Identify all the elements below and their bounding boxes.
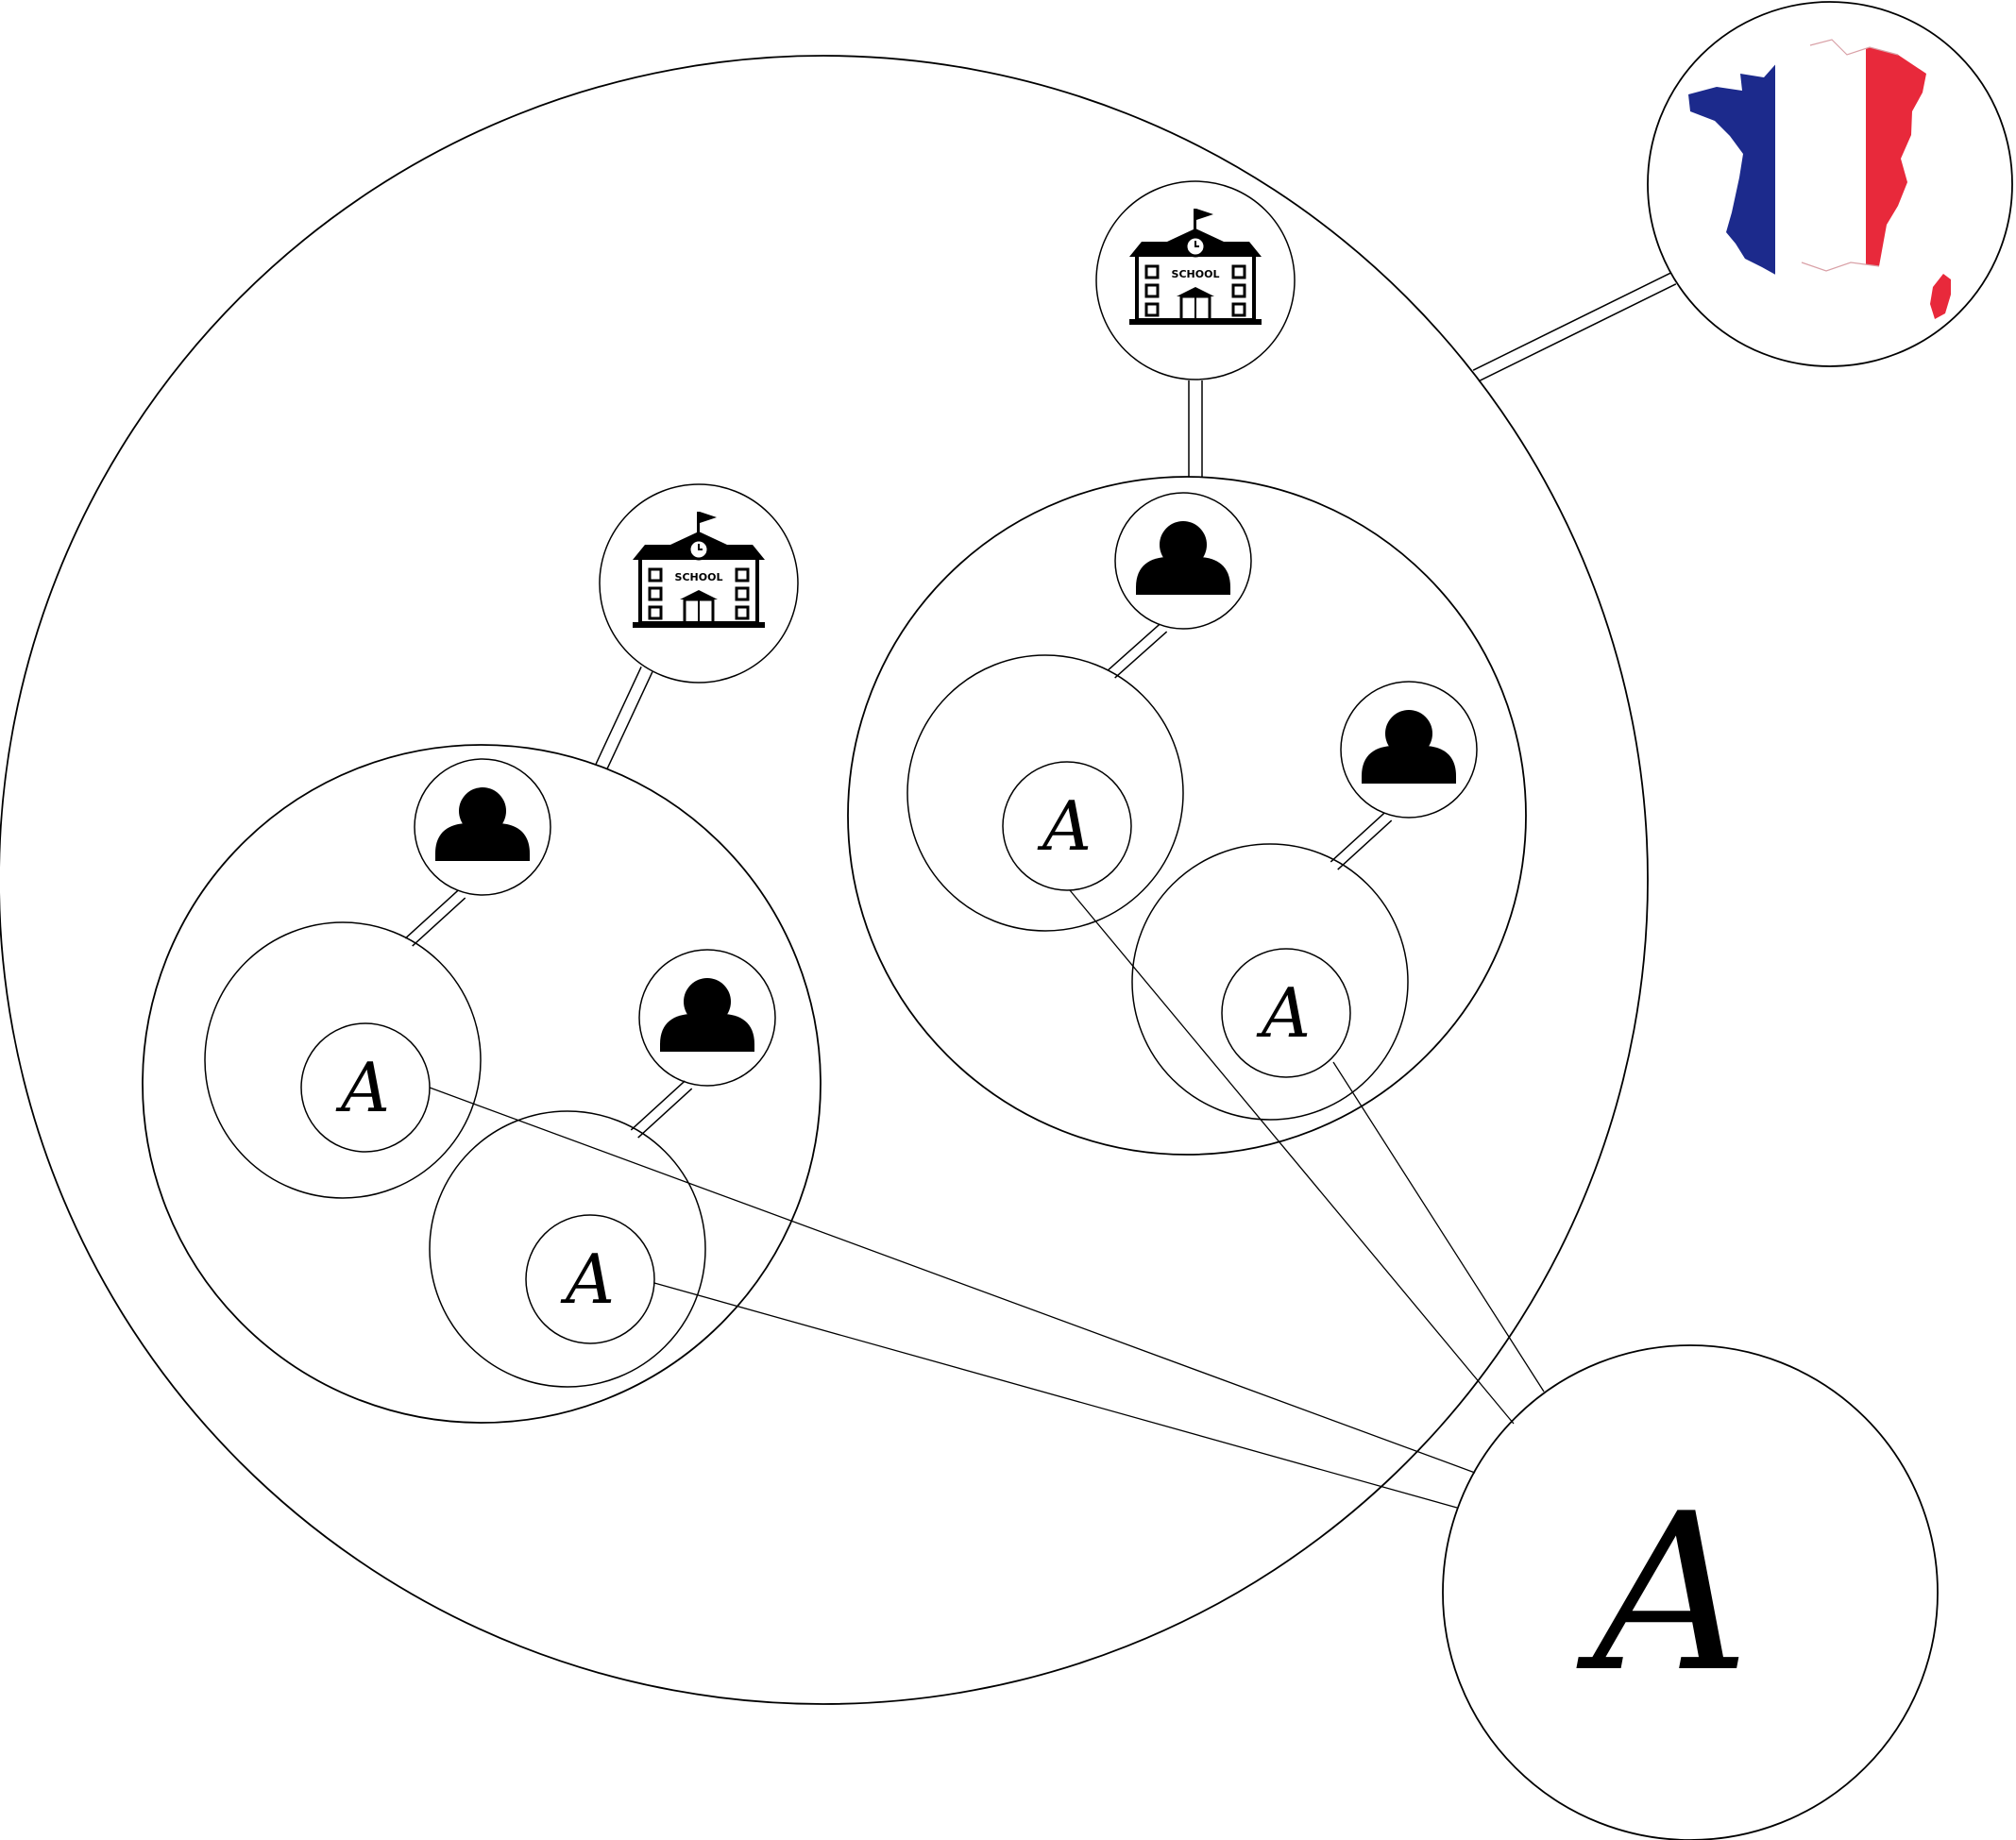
country-to-france-link: [1472, 272, 1677, 382]
pupil-group-1b-circle: [429, 1110, 706, 1388]
pupil-2b-circle: [1221, 948, 1351, 1078]
pupil-2b-to-result-link: [1332, 1061, 1545, 1393]
pupil-1b-to-result-link: [653, 1282, 1458, 1509]
connector-lines: [404, 272, 1677, 1509]
person-1b-to-pupils-link: [630, 1080, 693, 1139]
pupil-1b-circle: [525, 1214, 655, 1344]
person-icon: [1362, 710, 1456, 784]
country-circle: [0, 55, 1649, 1705]
pupil-2a-to-result-link: [1069, 889, 1515, 1425]
person-icon: [1136, 521, 1230, 595]
person-icon: [660, 978, 754, 1052]
school-1-group-circle: [142, 744, 822, 1424]
person-1a-to-pupils-link: [404, 889, 466, 947]
school-2-circle: [1095, 180, 1296, 380]
person-2a-to-pupils-link: [1107, 623, 1168, 679]
node-labels: A A A A A: [335, 786, 1750, 1720]
person-2b-to-pupils-link: [1330, 812, 1393, 870]
person-1b-circle: [638, 949, 776, 1087]
result-label: A: [1576, 1468, 1750, 1720]
school-2-to-group-link: [1188, 380, 1203, 477]
school-sign-label: SCHOOL: [675, 571, 723, 583]
school-sign-label: SCHOOL: [1172, 268, 1220, 280]
result-circle: [1442, 1344, 1939, 1840]
france-node-circle: [1647, 1, 2013, 367]
pupil-1a-circle: [300, 1022, 431, 1153]
person-2b-circle: [1340, 681, 1478, 819]
school-1-circle: [599, 483, 799, 684]
pupil-group-2b-circle: [1131, 843, 1409, 1121]
pupil-label: A: [1256, 973, 1311, 1053]
school-building-icon: SCHOOL: [631, 510, 767, 630]
france-map-flag-icon: [1688, 39, 1951, 319]
pupil-label: A: [560, 1240, 615, 1319]
pupil-group-2a-circle: [906, 654, 1184, 932]
person-2a-circle: [1114, 492, 1252, 630]
pupil-label: A: [335, 1048, 390, 1127]
pupil-label: A: [1037, 786, 1092, 866]
school-2-group-circle: [847, 476, 1527, 1156]
school-1-to-group-link: [595, 666, 653, 770]
person-1a-circle: [414, 758, 551, 896]
pupil-group-1a-circle: [204, 921, 482, 1199]
pupil-2a-circle: [1002, 761, 1132, 891]
person-icon: [435, 787, 530, 861]
school-building-icon: SCHOOL: [1127, 207, 1263, 327]
pupil-1a-to-result-link: [429, 1087, 1476, 1474]
